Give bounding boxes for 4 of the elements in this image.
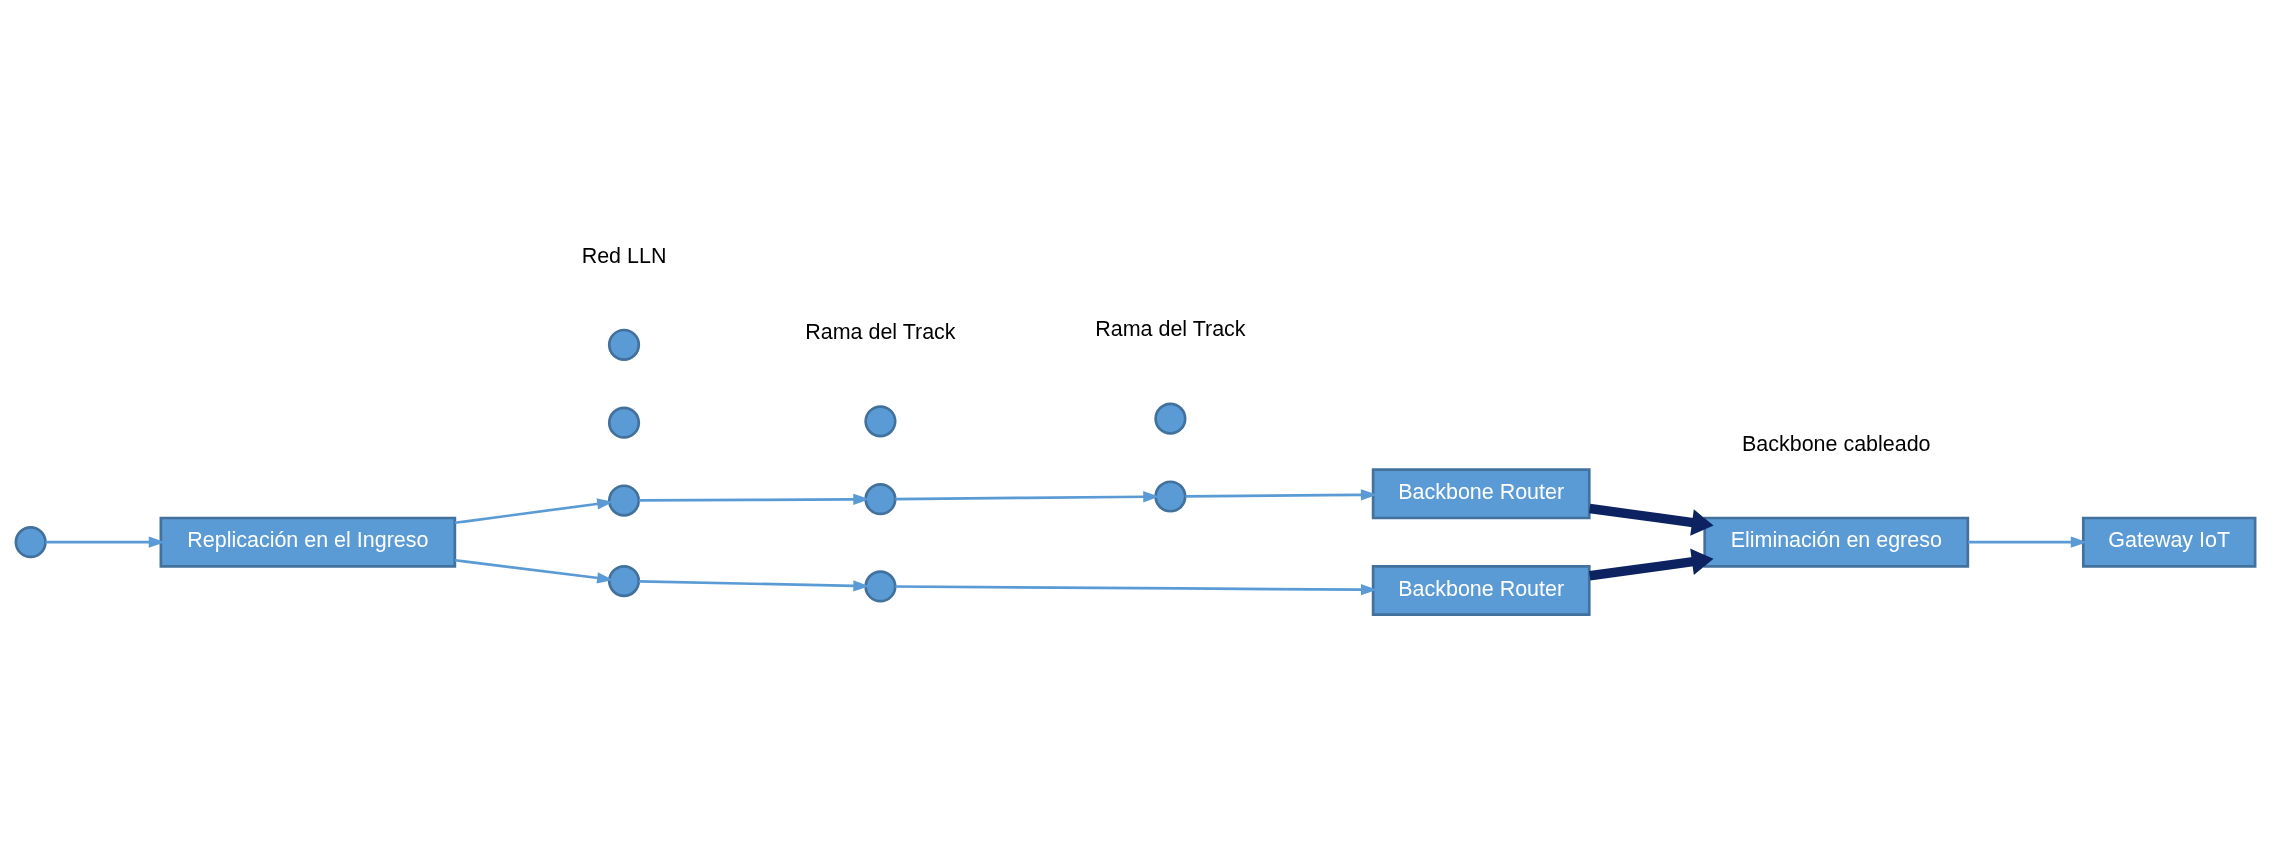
- label: Backbone cableado: [1741, 431, 1931, 456]
- label: Rama del Track: [1095, 317, 1246, 342]
- label: Rama del Track: [805, 320, 956, 345]
- label: Red LLN: [581, 243, 667, 268]
